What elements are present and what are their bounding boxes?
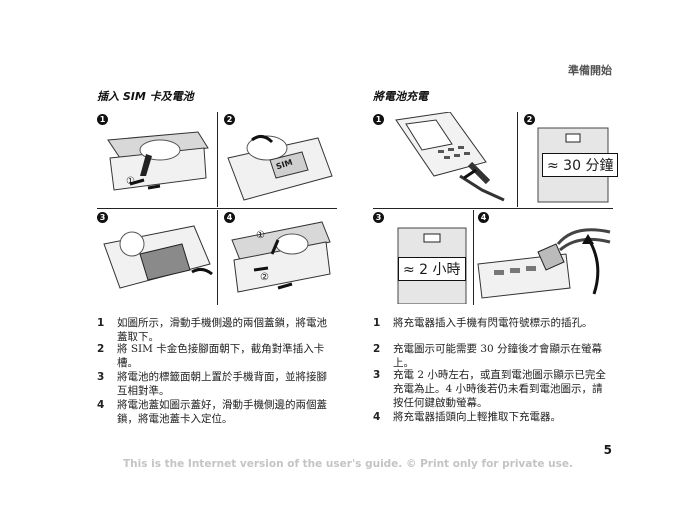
left-step-1: 1 如圖所示，滑動手機側邊的兩個蓋鎖，將電池蓋取下。	[97, 317, 327, 343]
left-grid-vline-bottom	[217, 210, 218, 305]
right-step-2: 2 充電圖示可能需要 30 分鐘後才會顯示在螢幕上。	[373, 343, 603, 369]
step-badge-left-3: 3	[97, 212, 108, 223]
left-grid-vline-top	[217, 112, 218, 207]
left-p1-circle-label: ①	[126, 176, 135, 187]
step-badge-right-1: 1	[373, 114, 384, 125]
left-step-4: 4 將電池蓋如圖示蓋好，滑動手機側邊的兩個蓋鎖，將電池蓋卡入定位。	[97, 399, 327, 425]
step-badge-right-4: 4	[478, 212, 489, 223]
step-badge-left-1: 1	[97, 114, 108, 125]
illustration-remove-cover	[100, 118, 215, 206]
right-step-4: 4 將充電器插頭向上輕推取下充電器。	[373, 411, 561, 423]
right-step-1: 1 將充電器插入手機有閃電符號標示的插孔。	[373, 317, 593, 329]
step-badge-right-2: 2	[524, 114, 535, 125]
left-step-3: 3 將電池的標籤面朝上置於手機背面，並將接腳互相對準。	[97, 371, 327, 397]
step-badge-left-4: 4	[224, 212, 235, 223]
left-p4-circle-label-2: ②	[260, 272, 269, 283]
right-section-title: 將電池充電	[373, 90, 428, 103]
left-section-title: 插入 SIM 卡及電池	[97, 90, 194, 103]
page-number: 5	[603, 443, 612, 457]
left-step-2: 2 將 SIM 卡金色接腳面朝下，截角對準插入卡槽。	[97, 343, 325, 369]
illustration-close-cover	[222, 214, 337, 304]
step-badge-right-3: 3	[373, 212, 384, 223]
right-grid-vline-bottom	[473, 210, 474, 305]
illustration-plug-charger	[378, 112, 514, 206]
right-grid-vline-top	[517, 112, 518, 207]
illustration-remove-charger	[474, 214, 613, 304]
illustration-insert-sim	[222, 118, 337, 206]
right-grid-hline	[373, 208, 613, 209]
right-step-3: 3 充電 2 小時左右，或直到電池圖示顯示已完全充電為止。4 小時後若仍未看到電…	[373, 369, 606, 409]
illustration-insert-battery	[100, 214, 215, 304]
section-header: 準備開始	[568, 64, 612, 77]
step-badge-left-2: 2	[224, 114, 235, 125]
charge-time-30min-callout: ≈ 30 分鐘	[542, 153, 619, 177]
footer-notice: This is the Internet version of the user…	[123, 458, 573, 470]
left-p4-circle-label-1: ①	[256, 230, 265, 241]
charge-time-2h-callout: ≈ 2 小時	[398, 257, 466, 281]
left-grid-hline	[97, 208, 337, 209]
